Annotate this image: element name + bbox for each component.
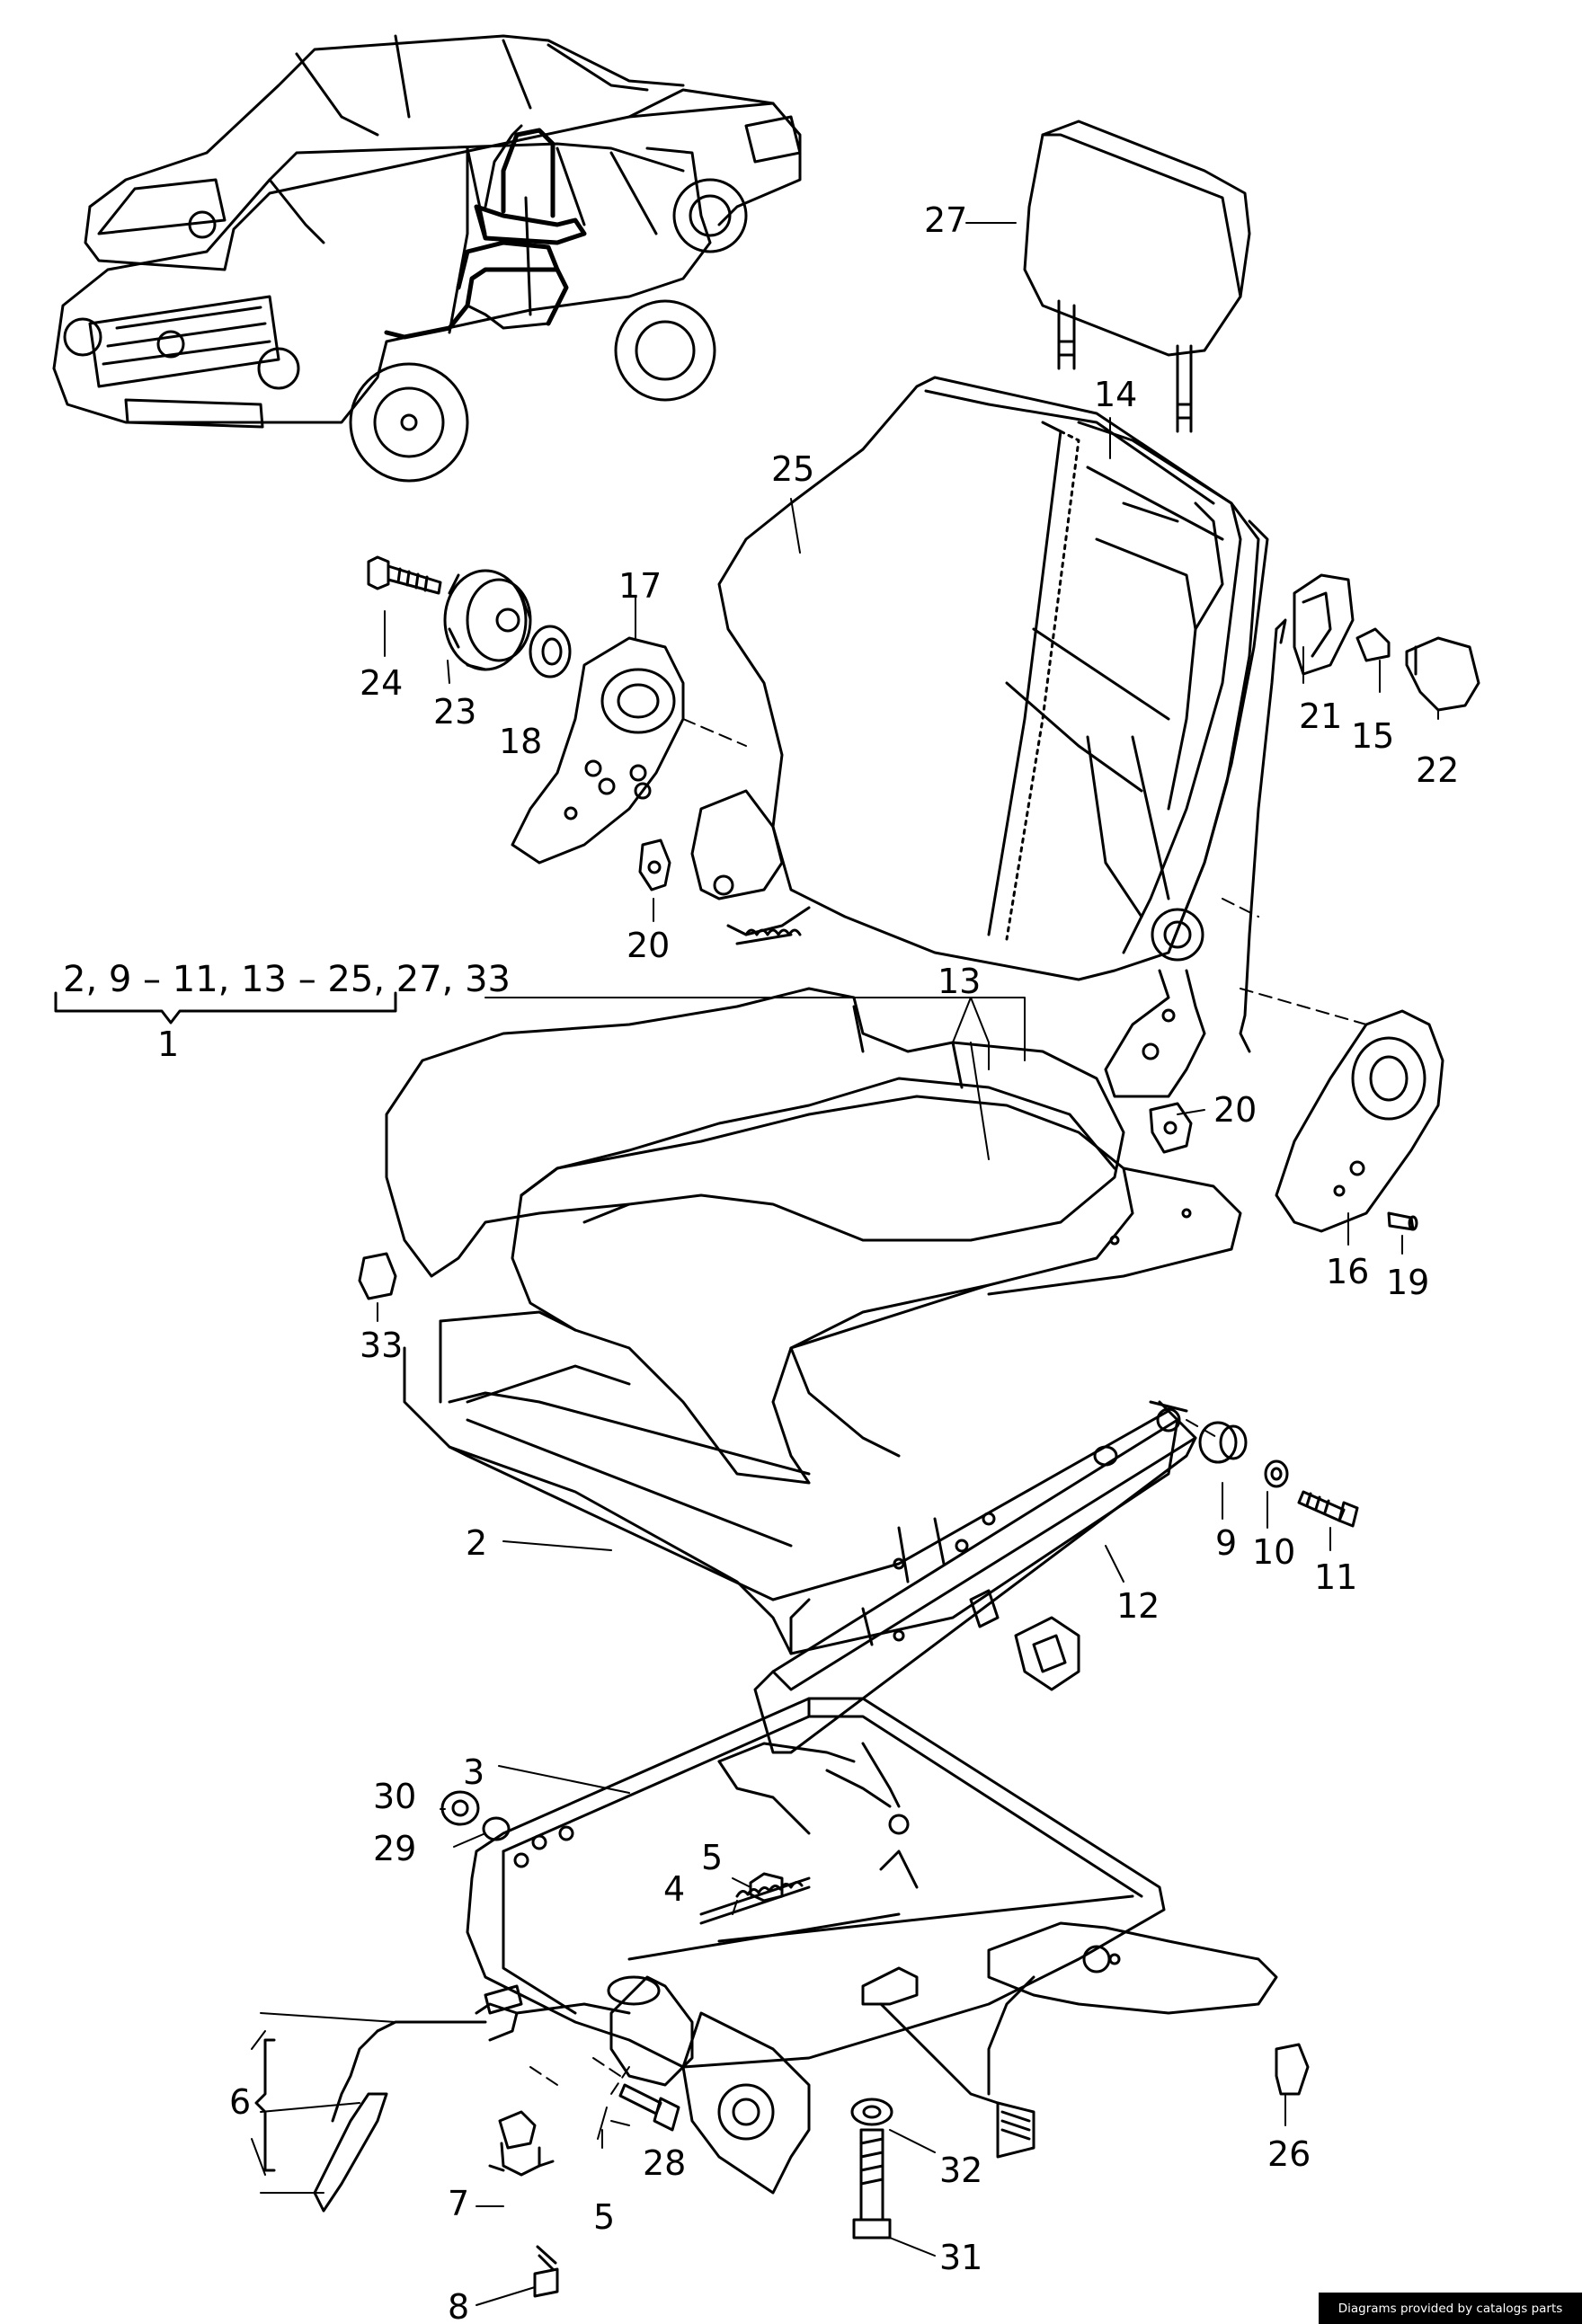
headrest-part-27	[1023, 120, 1251, 433]
callout-16: 16	[1326, 1252, 1369, 1291]
lever-bracket	[254, 2038, 276, 2172]
clip-part-33	[358, 1252, 397, 1300]
lever-part-21	[1293, 573, 1355, 676]
leader-lines	[251, 222, 1439, 2306]
wiring-harness	[861, 1966, 1035, 2159]
seat-frame-part-2	[403, 1310, 1188, 1655]
callout-4: 4	[663, 1869, 685, 1909]
bushing-part-5-lower	[498, 2110, 537, 2150]
callout-12: 12	[1116, 1586, 1160, 1626]
callout-26: 26	[1267, 2134, 1311, 2174]
spring-washer-part-29	[482, 1816, 511, 1841]
callout-15: 15	[1351, 716, 1394, 756]
washer-part-10	[1264, 1459, 1289, 1488]
slide-frame-part-3	[466, 1697, 1166, 2069]
group-label: 2, 9 – 11, 13 – 25, 27, 33	[63, 959, 511, 1000]
callout-21: 21	[1299, 696, 1342, 736]
credit-text: Diagrams provided by catalogs parts	[1338, 2301, 1563, 2316]
washer-part-18	[529, 625, 572, 679]
group-bracket	[54, 991, 397, 1025]
callout-5-lower: 5	[593, 2197, 615, 2237]
knob-part-22	[1405, 636, 1480, 712]
callout-25: 25	[771, 449, 814, 489]
screw-part-8	[533, 2245, 559, 2298]
bolt-part-11	[1297, 1490, 1359, 1528]
callout-18: 18	[499, 722, 542, 761]
cable-rod	[1239, 618, 1287, 1053]
callout-6: 6	[229, 2082, 251, 2122]
callout-1: 1	[157, 1025, 179, 1064]
callout-22: 22	[1416, 750, 1459, 790]
clamp-part-7	[488, 2142, 555, 2177]
bushing-part-9	[1198, 1421, 1248, 1464]
hatchback-car-illustration	[52, 124, 716, 483]
callout-27: 27	[924, 200, 967, 240]
callout-33: 33	[360, 1326, 403, 1365]
callout-17: 17	[618, 566, 662, 606]
nut-part-30	[440, 1790, 480, 1826]
rail-cover-part-12	[753, 1418, 1197, 1754]
nut-small-right	[1093, 1445, 1118, 1467]
backrest-part-25	[717, 376, 1269, 1098]
bushing-part-5-upper	[749, 1872, 784, 1903]
release-lever-part-6	[313, 1984, 631, 2213]
seat-padding	[511, 1095, 1242, 1485]
bolt-part-31	[852, 2128, 892, 2240]
callout-10: 10	[1252, 1532, 1295, 1572]
callout-5-upper: 5	[701, 1838, 723, 1877]
callout-9: 9	[1215, 1523, 1237, 1563]
callout-3: 3	[463, 1752, 484, 1792]
adjuster-spring-part-4	[699, 1876, 811, 1925]
screw-part-24	[367, 555, 442, 595]
callout-31: 31	[939, 2238, 982, 2277]
sedan-car-illustration	[84, 34, 802, 271]
construction-lines	[529, 718, 1367, 2095]
callout-7: 7	[448, 2184, 469, 2223]
callout-29: 29	[373, 1829, 416, 1868]
recliner-bracket-left	[690, 789, 811, 945]
handwheel-part-23	[443, 569, 532, 671]
motor-housing	[607, 1921, 1278, 2195]
seat-cushion-part-13	[385, 987, 1125, 1278]
credit-banner: Diagrams provided by catalogs parts	[1319, 2293, 1582, 2324]
callout-13: 13	[938, 962, 981, 1001]
callout-19: 19	[1386, 1263, 1429, 1302]
hinge-cover-part-16	[1275, 1009, 1444, 1233]
callout-20-lower: 20	[1213, 1090, 1257, 1130]
clip-part-15	[1355, 627, 1391, 662]
clip-part-20-upper	[638, 838, 671, 891]
callout-11: 11	[1314, 1557, 1357, 1597]
hinge-cover-part-17	[511, 636, 685, 865]
clip-part-26	[1275, 2043, 1310, 2096]
callout-23: 23	[433, 692, 476, 732]
clip-part-20-lower	[1149, 1102, 1193, 1154]
callout-20-upper: 20	[627, 926, 670, 965]
bolt-part-28	[618, 2083, 680, 2132]
callout-30: 30	[373, 1777, 416, 1816]
callout-32: 32	[939, 2151, 982, 2190]
nut-part-32	[850, 2098, 893, 2126]
callout-2: 2	[466, 1523, 487, 1563]
pin-part-19	[1387, 1211, 1418, 1231]
callout-14: 14	[1094, 375, 1137, 414]
callout-8: 8	[448, 2287, 469, 2324]
callout-24: 24	[360, 663, 403, 703]
callout-28: 28	[643, 2143, 686, 2183]
